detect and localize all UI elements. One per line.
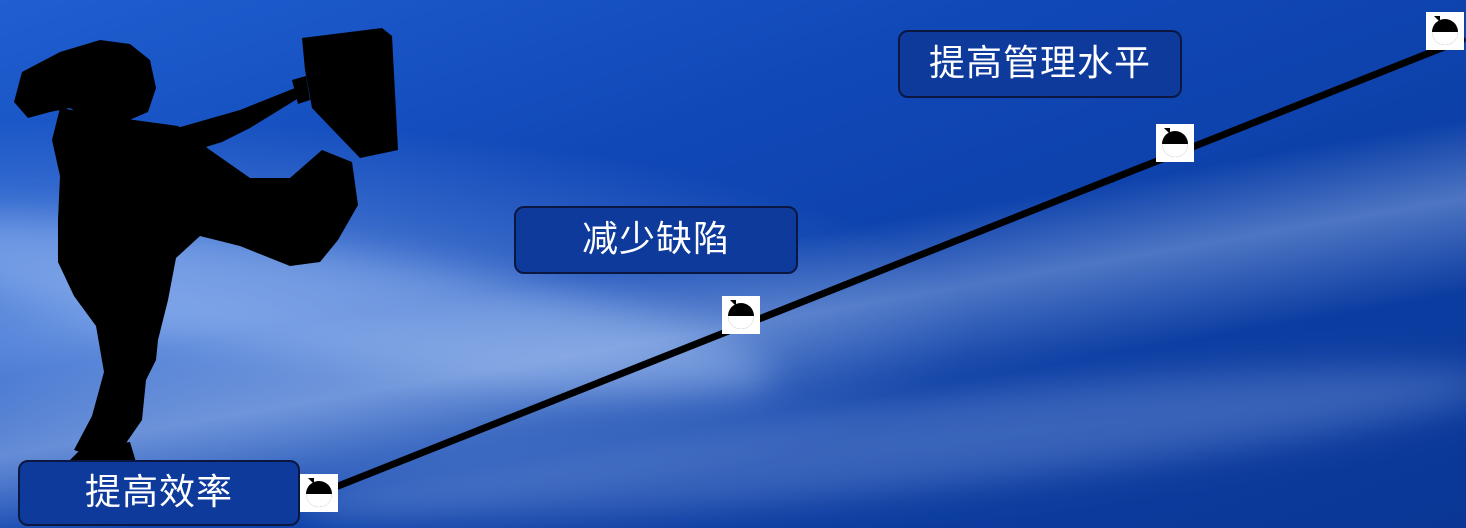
marker-icon (722, 296, 760, 334)
marker-icon (300, 474, 338, 512)
marker-icon (1156, 124, 1194, 162)
climber-silhouette-icon (14, 28, 398, 470)
step-label-reduce-defects: 减少缺陷 (514, 206, 798, 274)
step-label-efficiency: 提高效率 (18, 460, 300, 526)
progress-line (314, 36, 1466, 498)
step-label-management-level: 提高管理水平 (898, 30, 1182, 98)
marker-icon (1426, 12, 1464, 50)
